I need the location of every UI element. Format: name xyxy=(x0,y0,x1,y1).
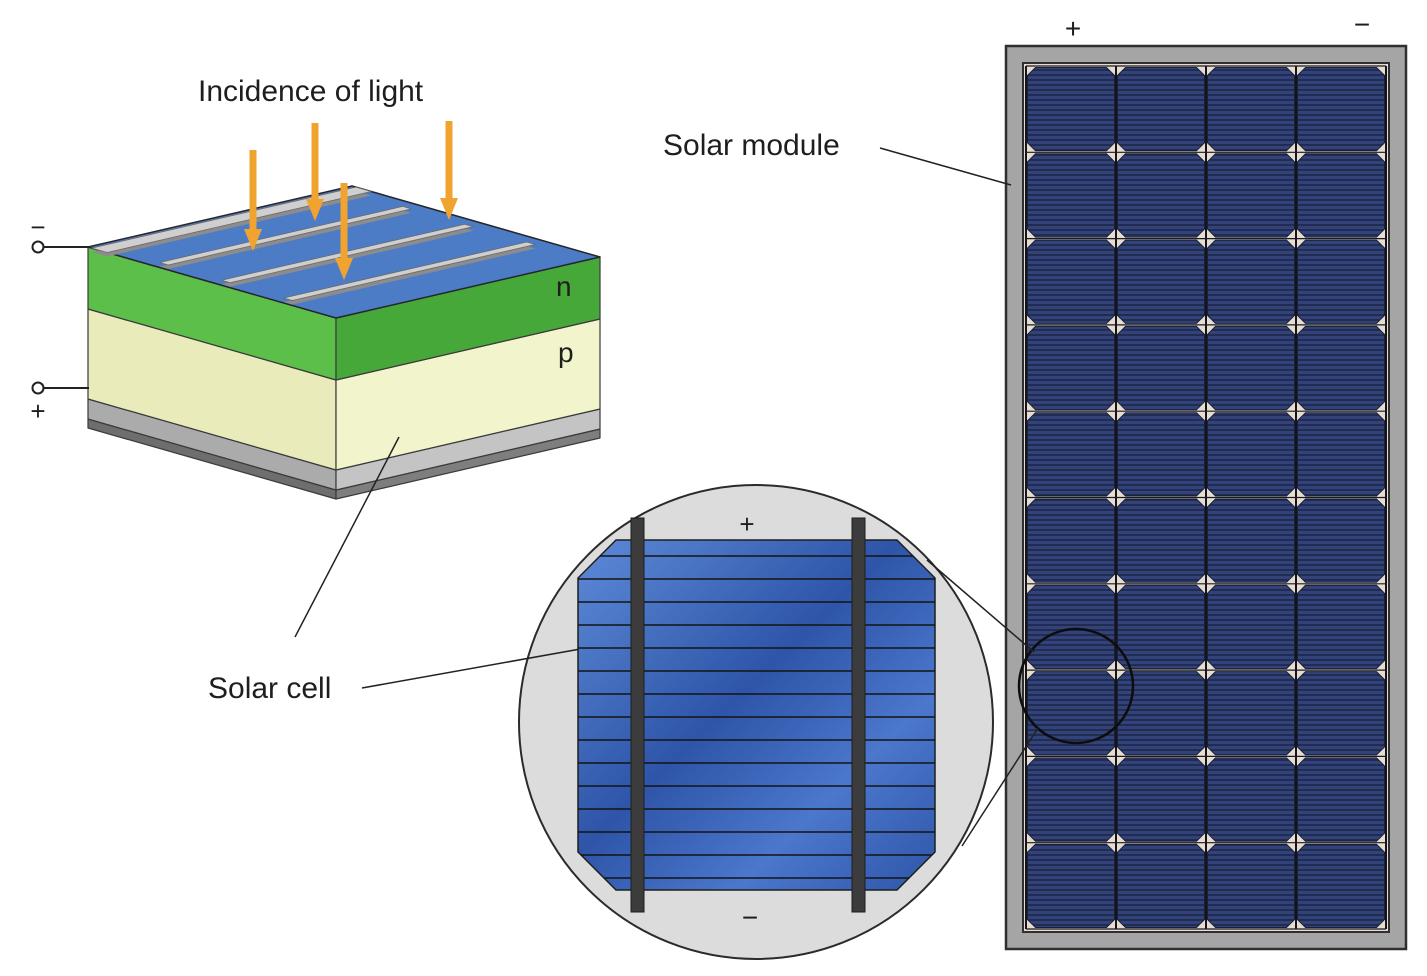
light-arrow-icon xyxy=(244,150,262,251)
negative-terminal-label: − xyxy=(30,212,45,242)
module-cell xyxy=(1117,67,1205,152)
finger-electrode xyxy=(159,205,412,269)
module-positive-label: + xyxy=(1065,13,1081,44)
magnified-negative-label: − xyxy=(742,902,758,933)
zoom-link-lines xyxy=(926,559,1039,847)
module-negative-label: − xyxy=(1354,9,1370,40)
finger-shadow xyxy=(283,246,536,305)
module-cell xyxy=(1297,412,1385,497)
magnified-cell: + − xyxy=(577,509,936,933)
module-cell xyxy=(1297,498,1385,583)
module-cell xyxy=(1207,412,1295,497)
solar-cell-leader-to-circle xyxy=(361,647,587,689)
solar-module-label: Solar module xyxy=(663,129,840,162)
module-cell xyxy=(1207,153,1295,238)
incidence-of-light-label: Incidence of light xyxy=(198,75,424,108)
light-arrow-icon xyxy=(335,183,353,280)
n-layer-label: n xyxy=(556,271,572,302)
module-cell xyxy=(1207,584,1295,670)
module-cell xyxy=(1207,239,1295,324)
module-zoom-circle xyxy=(1017,627,1135,745)
module-cell xyxy=(1207,843,1295,928)
module-cell xyxy=(1207,67,1295,152)
module-cell xyxy=(1027,757,1115,842)
module-cell xyxy=(1207,498,1295,583)
light-arrows xyxy=(244,121,458,280)
module-cell xyxy=(1027,67,1115,152)
positive-terminal: + xyxy=(30,381,89,426)
p-layer-label: p xyxy=(558,337,574,368)
solar-module: + − xyxy=(1004,9,1408,951)
finger-shadow xyxy=(159,210,412,269)
module-cell xyxy=(1207,325,1295,411)
module-cells xyxy=(1027,67,1385,928)
module-cell xyxy=(1297,757,1385,842)
module-cell xyxy=(1297,239,1385,324)
module-cell xyxy=(1207,671,1295,756)
positive-terminal-label: + xyxy=(30,396,45,426)
module-cell xyxy=(1117,412,1205,497)
module-grid-lines xyxy=(1025,65,1387,930)
module-cell xyxy=(1027,584,1115,670)
zoom-link-top xyxy=(926,559,1035,653)
magnified-busbar-right xyxy=(851,517,866,913)
solar-cell-leader-to-3d xyxy=(294,436,400,638)
light-arrow-icon xyxy=(440,121,458,220)
negative-terminal: − xyxy=(30,212,89,254)
magnified-busbar-left xyxy=(630,517,645,913)
module-cell xyxy=(1027,843,1115,928)
module-cell xyxy=(1297,671,1385,756)
module-cell xyxy=(1117,584,1205,670)
module-cell xyxy=(1027,412,1115,497)
module-cell xyxy=(1117,153,1205,238)
solar-module-leader xyxy=(879,147,1012,186)
module-cell xyxy=(1297,153,1385,238)
module-cell xyxy=(1117,325,1205,411)
module-cell xyxy=(1297,584,1385,670)
finger-top xyxy=(283,241,536,301)
module-cell xyxy=(1027,239,1115,324)
module-cell xyxy=(1297,67,1385,152)
module-cell xyxy=(1027,498,1115,583)
front-busbar-top xyxy=(91,186,372,253)
module-cell xyxy=(1027,153,1115,238)
module-cell xyxy=(1297,325,1385,411)
module-cell xyxy=(1117,239,1205,324)
module-cell xyxy=(1117,671,1205,756)
zoom-link-bottom xyxy=(961,727,1039,847)
module-cell xyxy=(1117,498,1205,583)
finger-top xyxy=(159,205,412,266)
module-cell xyxy=(1027,325,1115,411)
module-cell xyxy=(1117,757,1205,842)
front-busbar xyxy=(91,186,372,257)
solar-cell-label: Solar cell xyxy=(208,672,331,705)
light-arrow-icon xyxy=(306,123,324,221)
negative-terminal-node xyxy=(31,240,45,254)
module-cell xyxy=(1297,843,1385,928)
magnified-positive-label: + xyxy=(739,509,754,539)
magnified-cell-body xyxy=(577,539,936,891)
finger-electrode xyxy=(283,241,536,305)
module-cell xyxy=(1117,843,1205,928)
module-cell xyxy=(1207,757,1295,842)
positive-terminal-node xyxy=(31,381,45,395)
module-cell xyxy=(1027,671,1115,756)
